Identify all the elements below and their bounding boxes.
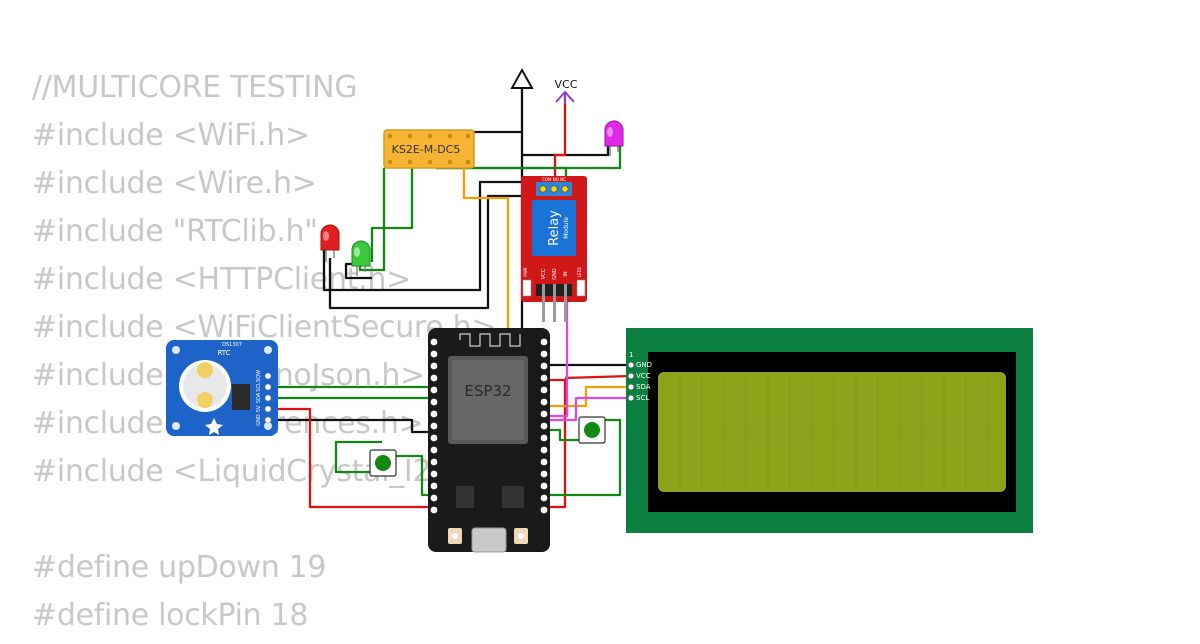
lcd-pin-label: VCC (636, 372, 651, 380)
lcd-pin-label: GND (636, 361, 652, 369)
relay-pin-label: VCC (541, 268, 547, 279)
relay-module[interactable]: Relay Module (521, 176, 587, 322)
relay-switch-label: KS2E-M-DC5 (392, 143, 461, 156)
code-line: #define lockPin 18 (32, 598, 309, 633)
lcd-grid (662, 376, 1002, 488)
esp32-label: ESP32 (464, 382, 511, 400)
led-pink[interactable] (604, 120, 624, 156)
code-line: #include <Wire.h> (32, 166, 317, 201)
wire-green-button-right2 (548, 428, 592, 442)
lcd-pin1-label: 1 (629, 351, 633, 359)
wire-pink-relay-in (548, 296, 569, 418)
rtc-pin-label: SCL (256, 382, 262, 392)
push-button-right[interactable] (578, 416, 606, 444)
lcd-pin-label: SDA (636, 383, 651, 391)
wire-black-rtc-gnd (268, 418, 430, 434)
wire-black-pink-led (522, 146, 610, 157)
relay-side-label: PWR (523, 267, 528, 276)
code-listing: //MULTICORE TESTING #include <WiFi.h> #inc… (32, 68, 505, 644)
wire-black-relay (328, 194, 522, 310)
relay-pin-label: GND (552, 268, 558, 280)
led-red[interactable] (320, 224, 340, 262)
relay-pin-label: IN (563, 271, 569, 276)
relay-side-label: LED1 (577, 266, 582, 277)
code-line: #include <WiFi.h> (32, 118, 310, 153)
wire-red-vcc (553, 96, 567, 184)
rtc-pins (264, 372, 272, 424)
vcc-symbol: VCC (555, 78, 578, 104)
relay-switch[interactable]: KS2E-M-DC5 (383, 129, 475, 169)
wire-green-button-left (334, 440, 382, 474)
lcd-display[interactable]: 1 (626, 328, 1033, 533)
wire-orange-lcd-sda (548, 385, 630, 408)
rtc-title: RTC (217, 349, 230, 357)
relay-module-title: Relay (547, 210, 562, 246)
push-button-left[interactable] (369, 449, 397, 477)
code-line: #include <HTTPClient.h> (32, 262, 411, 297)
esp32-board[interactable]: ESP32 (428, 328, 550, 553)
esp32-pins-left (430, 338, 438, 514)
relay-module-subtitle: Module (563, 217, 570, 239)
rtc-pin-label: SDA (256, 392, 262, 403)
esp32-pins-right (540, 338, 548, 514)
code-line: #define upDown 19 (32, 550, 327, 585)
rtc-module[interactable]: RTC DS1307 (166, 340, 278, 436)
vcc-label: VCC (555, 78, 578, 91)
code-line: #include "RTClib.h" (32, 214, 318, 249)
rtc-pin-label: 5V (256, 405, 262, 412)
lcd-pins (627, 361, 635, 402)
ground-symbol (510, 67, 534, 89)
wire-green-switch-led (370, 168, 414, 262)
lcd-pin-label: SCL (636, 394, 649, 402)
rtc-pin-label: GND (256, 414, 262, 426)
relay-header-label: COM NO NC (542, 177, 566, 182)
circuit-diagram: VCC KS2E-M-DC5 Relay Module (166, 67, 1033, 553)
rtc-pin-label: SQW (256, 370, 262, 382)
wire-red-lcd-vcc (564, 374, 631, 380)
rtc-chip: DS1307 (222, 342, 242, 348)
wire-green-button-right (548, 418, 622, 497)
code-line: //MULTICORE TESTING (32, 70, 358, 105)
led-green[interactable] (351, 240, 371, 276)
wire-pink-lcd-scl (548, 396, 630, 422)
code-line: #include <WiFiClientSecure.h> (32, 310, 497, 345)
